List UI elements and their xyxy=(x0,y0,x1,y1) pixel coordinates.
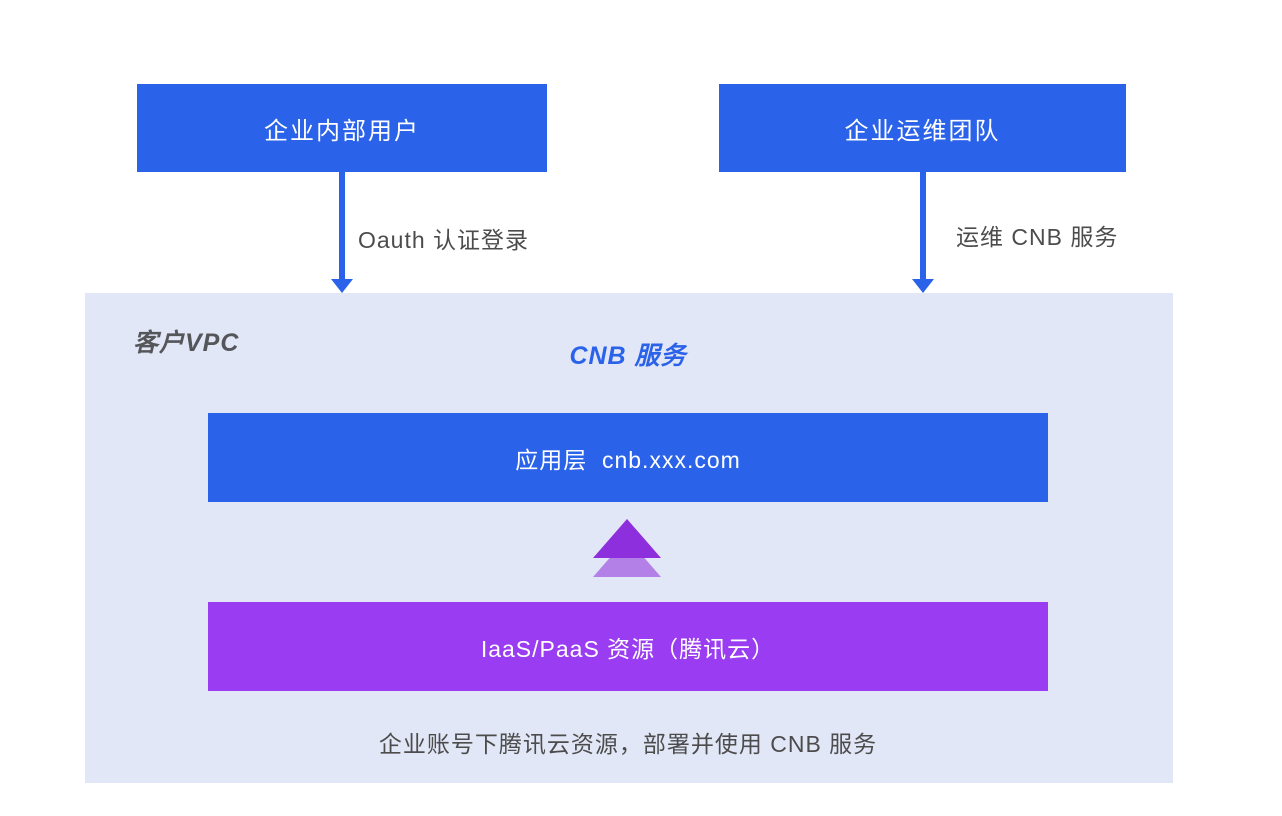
up-arrow-icon xyxy=(593,519,661,558)
down-arrow-icon xyxy=(339,172,345,280)
vpc-label: 客户VPC xyxy=(133,329,240,357)
actor-label: 企业运维团队 xyxy=(844,117,1001,145)
actor-box-internal-users: 企业内部用户 xyxy=(137,84,547,172)
resource-layer-label: IaaS/PaaS 资源（腾讯云） xyxy=(480,635,776,662)
actor-box-ops-team: 企业运维团队 xyxy=(719,84,1126,172)
app-layer-box: 应用层 cnb.xxx.com xyxy=(208,413,1048,502)
flow-label-oauth: Oauth 认证登录 xyxy=(358,227,530,253)
actor-label: 企业内部用户 xyxy=(264,117,420,145)
resource-layer-box: IaaS/PaaS 资源（腾讯云） xyxy=(208,602,1048,691)
flow-label-ops: 运维 CNB 服务 xyxy=(956,224,1119,250)
vpc-container: 客户VPC CNB 服务 应用层 cnb.xxx.com IaaS/PaaS 资… xyxy=(85,293,1173,783)
down-arrowhead-icon xyxy=(912,279,934,293)
cnb-service-title: CNB 服务 xyxy=(569,342,687,370)
app-layer-label: 应用层 cnb.xxx.com xyxy=(515,446,741,473)
down-arrow-icon xyxy=(920,172,926,280)
vpc-caption: 企业账号下腾讯云资源，部署并使用 CNB 服务 xyxy=(378,731,878,757)
down-arrowhead-icon xyxy=(331,279,353,293)
